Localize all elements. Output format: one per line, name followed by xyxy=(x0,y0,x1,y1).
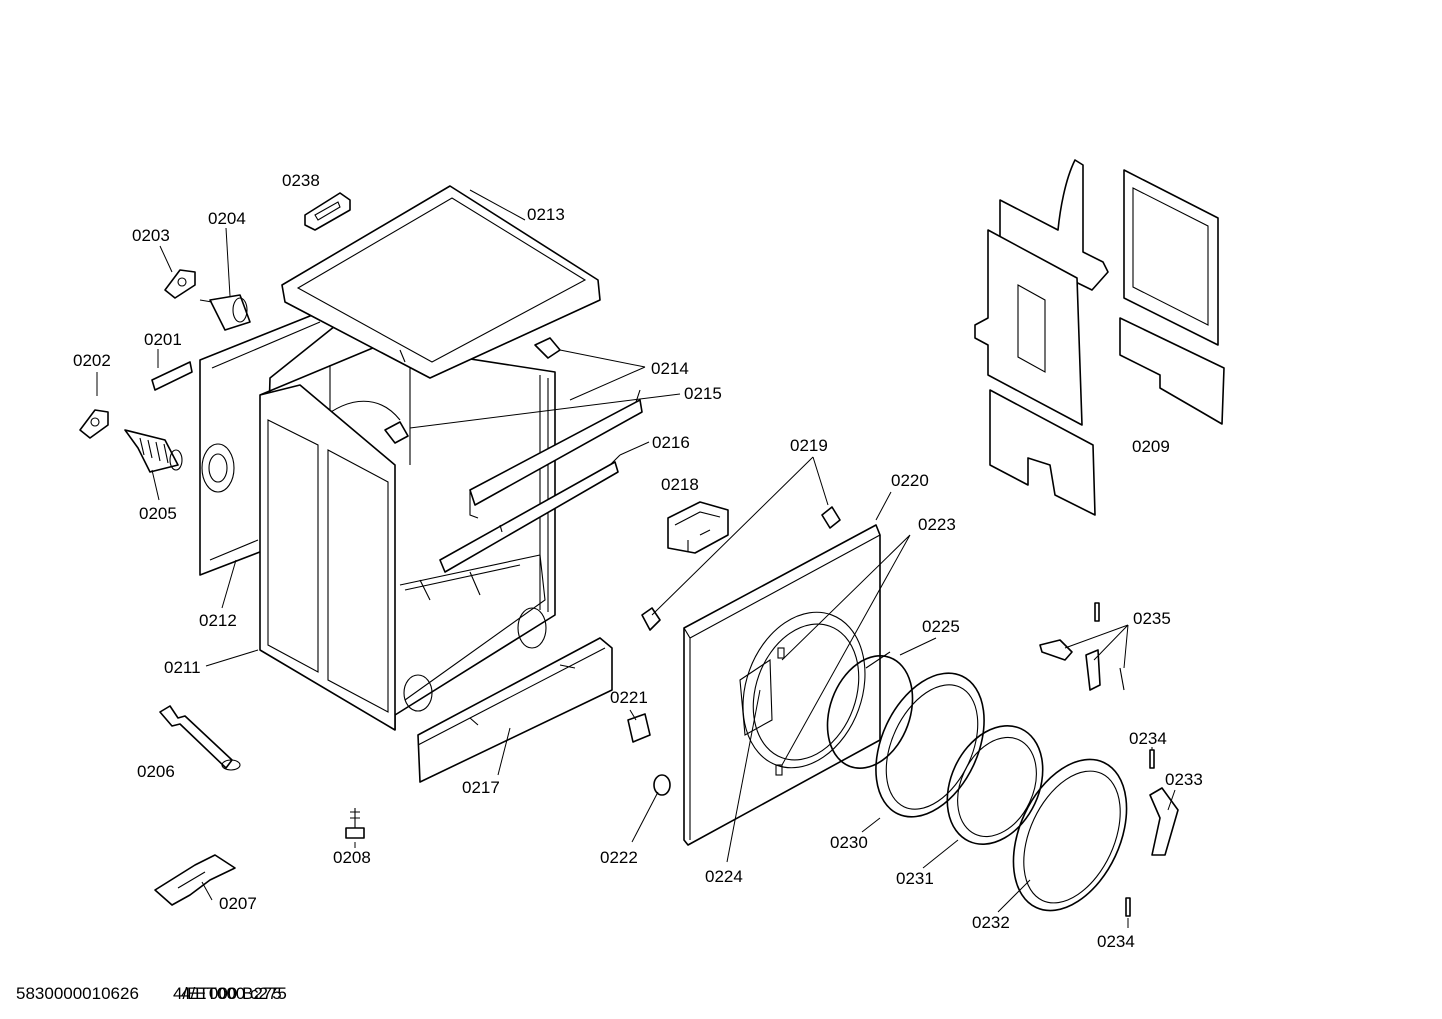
insulation-panel-b[interactable] xyxy=(974,229,1083,426)
label-0218: 0218 xyxy=(661,475,699,494)
label-0204: 0204 xyxy=(208,209,246,228)
label-0205: 0205 xyxy=(139,504,177,523)
door-inner-ring-0230[interactable] xyxy=(854,656,1005,834)
label-0223: 0223 xyxy=(918,515,956,534)
label-0224: 0224 xyxy=(705,867,743,886)
label-0234-lower: 0234 xyxy=(1097,932,1135,951)
document-code: 5830000010626 4/ET000 B275 4/ET000 c275 xyxy=(16,984,287,1003)
part-labels: 0238 0213 0204 0203 0201 0202 0214 0215 … xyxy=(73,171,1203,951)
label-0212: 0212 xyxy=(199,611,237,630)
document-code-suffix-a: 4/ET000 B275 xyxy=(173,984,282,1003)
pin-0234a[interactable] xyxy=(1149,749,1155,769)
insulation-panel-c[interactable] xyxy=(1123,169,1219,346)
door-glass-0231[interactable] xyxy=(929,710,1061,860)
small-parts-left xyxy=(79,192,365,906)
foot-screw-0208[interactable] xyxy=(345,827,365,839)
door-seal-0225[interactable] xyxy=(813,644,928,780)
label-0234-upper: 0234 xyxy=(1129,729,1167,748)
label-0233: 0233 xyxy=(1165,770,1203,789)
door-lock-0218[interactable] xyxy=(667,501,729,554)
cabinet-group xyxy=(199,185,643,783)
leader-lines xyxy=(96,189,1176,928)
insulation-group-0209 xyxy=(974,159,1225,516)
label-0208: 0208 xyxy=(333,848,371,867)
document-code-suffix-b: 4/ET000 c275 xyxy=(181,984,287,1003)
pin-0234b[interactable] xyxy=(1125,897,1131,917)
clip-0219a[interactable] xyxy=(641,607,661,631)
label-0202: 0202 xyxy=(73,351,111,370)
document-code-number: 5830000010626 xyxy=(16,984,139,1003)
part-0203[interactable] xyxy=(164,269,196,299)
hinge-0235[interactable] xyxy=(1039,639,1073,661)
front-door-group xyxy=(683,524,1179,928)
part-0202[interactable] xyxy=(79,409,109,439)
front-panel-0220[interactable] xyxy=(683,524,881,846)
label-0207: 0207 xyxy=(219,894,257,913)
cross-strut-0216[interactable] xyxy=(439,461,619,573)
label-0213: 0213 xyxy=(527,205,565,224)
label-0219: 0219 xyxy=(790,436,828,455)
handle-0238[interactable] xyxy=(304,192,351,231)
label-0232: 0232 xyxy=(972,913,1010,932)
clip-0214b[interactable] xyxy=(384,421,409,444)
label-0222: 0222 xyxy=(600,848,638,867)
part-0222[interactable] xyxy=(653,774,671,796)
label-0206: 0206 xyxy=(137,762,175,781)
pin-0235[interactable] xyxy=(1094,602,1100,622)
insulation-panel-e[interactable] xyxy=(989,389,1096,516)
small-parts-centre xyxy=(384,337,841,796)
bracket-0207[interactable] xyxy=(154,854,236,906)
part-0221[interactable] xyxy=(627,713,651,743)
label-0225: 0225 xyxy=(922,617,960,636)
label-0215: 0215 xyxy=(684,384,722,403)
label-0230: 0230 xyxy=(830,833,868,852)
clip-0219b[interactable] xyxy=(821,506,841,529)
label-0220: 0220 xyxy=(891,471,929,490)
damper-0205[interactable] xyxy=(124,429,179,473)
label-0238: 0238 xyxy=(282,171,320,190)
insulation-panel-d[interactable] xyxy=(1119,317,1225,425)
label-0203: 0203 xyxy=(132,226,170,245)
label-0216: 0216 xyxy=(652,433,690,452)
label-0209: 0209 xyxy=(1132,437,1170,456)
hinge-bracket-0235[interactable] xyxy=(1085,649,1101,691)
shock-absorber-0204[interactable] xyxy=(209,294,251,331)
part-0201[interactable] xyxy=(151,361,193,391)
label-0217: 0217 xyxy=(462,778,500,797)
label-0221: 0221 xyxy=(610,688,648,707)
label-0214: 0214 xyxy=(651,359,689,378)
front-plinth-0217[interactable] xyxy=(417,637,613,783)
door-handle-0233[interactable] xyxy=(1149,787,1179,856)
label-0231: 0231 xyxy=(896,869,934,888)
wrench-0206[interactable] xyxy=(159,705,233,769)
door-outer-ring-0232[interactable] xyxy=(991,741,1149,928)
clip-0214a[interactable] xyxy=(534,337,561,359)
cross-strut-0215[interactable] xyxy=(469,399,643,506)
label-0211: 0211 xyxy=(164,658,201,677)
label-0235: 0235 xyxy=(1133,609,1171,628)
label-0201: 0201 xyxy=(144,330,182,349)
